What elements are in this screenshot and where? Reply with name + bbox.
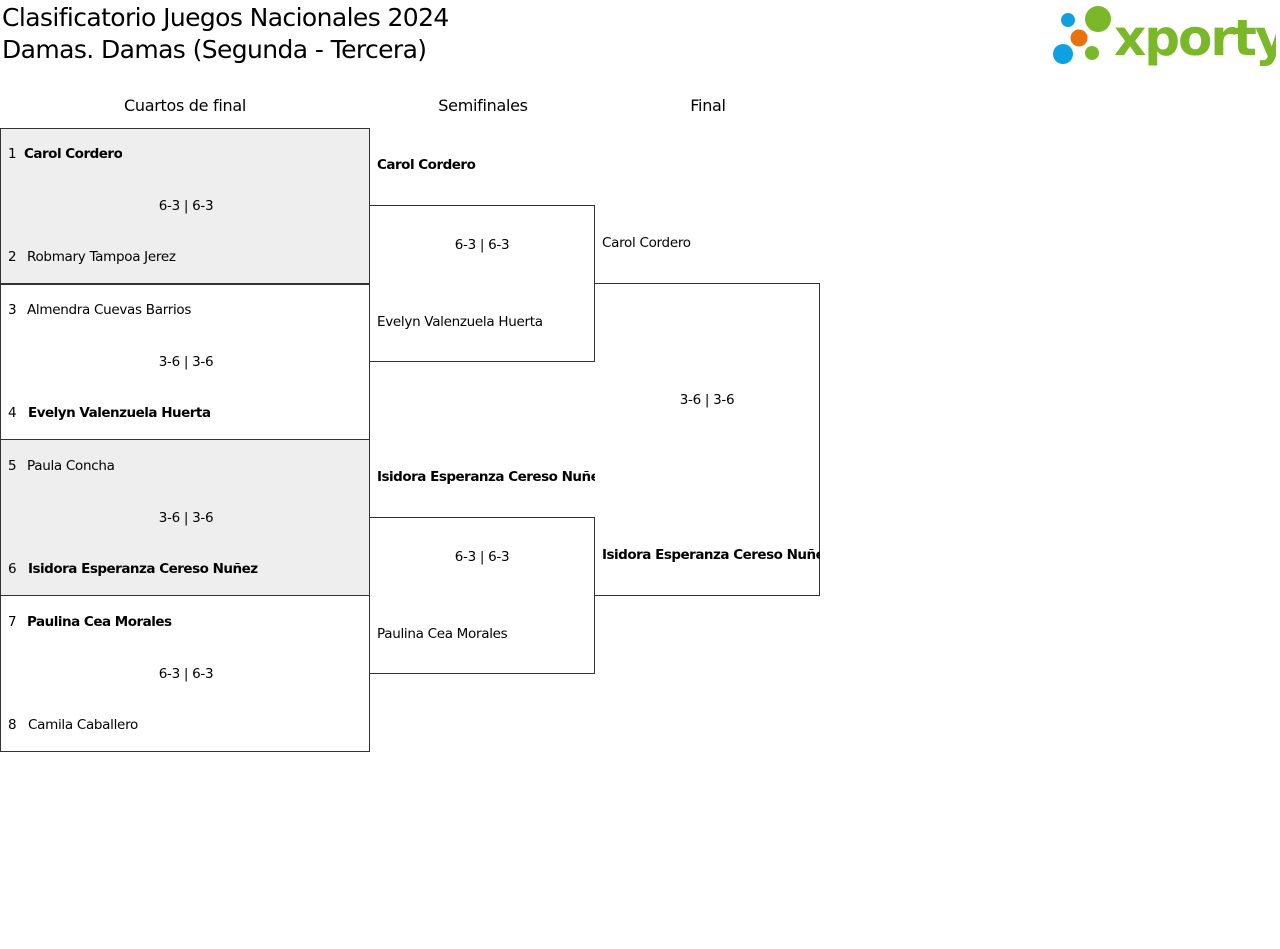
- seed: 6: [8, 561, 17, 577]
- seed: 2: [8, 249, 17, 265]
- match-score: 6-3 | 6-3: [454, 237, 510, 253]
- seed: 7: [8, 614, 17, 630]
- player-name: Evelyn Valenzuela Huerta: [28, 405, 211, 421]
- semi-match-2[interactable]: 6-3 | 6-3 Paulina Cea Morales: [369, 517, 595, 674]
- logo-text: xporty: [1114, 9, 1276, 67]
- round-header-quarters: Cuartos de final: [124, 96, 246, 115]
- final-player-1: Carol Cordero: [602, 235, 691, 251]
- quarter-match-2[interactable]: 3 Almendra Cuevas Barrios 3-6 | 3-6 4 Evel…: [0, 283, 370, 440]
- quarter-match-1[interactable]: 1 Carol Cordero 6-3 | 6-3 2 Robmary Tampoa…: [0, 128, 370, 285]
- semi-match-1[interactable]: 6-3 | 6-3 Evelyn Valenzuela Huerta: [369, 205, 595, 362]
- match-score: 3-6 | 3-6: [679, 392, 735, 408]
- player-name: Carol Cordero: [24, 146, 123, 162]
- seed: 8: [8, 717, 17, 733]
- player-name: Robmary Tampoa Jerez: [27, 249, 176, 265]
- player-name: Paula Concha: [27, 458, 115, 474]
- player-name: Camila Caballero: [28, 717, 138, 733]
- match-score: 6-3 | 6-3: [158, 198, 214, 214]
- match-score: 6-3 | 6-3: [158, 666, 214, 682]
- page-title: Clasificatorio Juegos Nacionales 2024 Da…: [2, 2, 449, 66]
- semi-2-player-1: Isidora Esperanza Cereso Nuñez: [377, 469, 595, 485]
- seed: 4: [8, 405, 17, 421]
- player-name: Isidora Esperanza Cereso Nuñez: [28, 561, 258, 577]
- seed: 1: [8, 146, 17, 162]
- round-header-semis: Semifinales: [438, 96, 528, 115]
- category-name: Damas. Damas (Segunda - Tercera): [2, 35, 427, 64]
- seed: 3: [8, 302, 17, 318]
- quarter-match-3[interactable]: 5 Paula Concha 3-6 | 3-6 6 Isidora Esperan…: [0, 439, 370, 596]
- round-header-final: Final: [690, 96, 726, 115]
- semi-1-player-1: Carol Cordero: [377, 157, 476, 173]
- semi-1-player-2: Evelyn Valenzuela Huerta: [377, 314, 543, 330]
- seed: 5: [8, 458, 17, 474]
- match-score: 3-6 | 3-6: [158, 510, 214, 526]
- player-name: Almendra Cuevas Barrios: [27, 302, 192, 318]
- player-name: Paulina Cea Morales: [27, 614, 172, 630]
- match-score: 6-3 | 6-3: [454, 549, 510, 565]
- final-match[interactable]: 3-6 | 3-6 Isidora Esperanza Cereso Nuñez: [594, 283, 820, 596]
- tournament-name: Clasificatorio Juegos Nacionales 2024: [2, 3, 449, 32]
- match-score: 3-6 | 3-6: [158, 354, 214, 370]
- semi-2-player-2: Paulina Cea Morales: [377, 626, 508, 642]
- final-player-2: Isidora Esperanza Cereso Nuñez: [602, 547, 820, 563]
- xporty-logo: xporty: [1050, 4, 1280, 68]
- quarter-match-4[interactable]: 7 Paulina Cea Morales 6-3 | 6-3 8 Camila C…: [0, 595, 370, 752]
